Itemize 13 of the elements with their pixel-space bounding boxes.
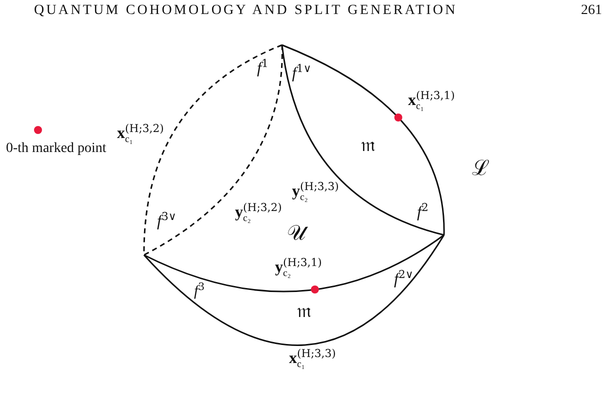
region-label: 𝔪 (361, 136, 375, 157)
region-label: ℒ (472, 157, 490, 180)
boundary-label: f$^{3∨}$ (157, 211, 176, 231)
region-label: 𝒰 (287, 222, 306, 246)
running-head: QUANTUM COHOMOLOGY AND SPLIT GENERATION (34, 3, 458, 18)
boundary-label: f$^{2∨}$ (394, 269, 414, 289)
boundary-label: f$^{1∨}$ (292, 63, 312, 83)
boundary-label: f$^{1}$ (257, 58, 268, 78)
marked-point-label: 0-th marked point (6, 141, 106, 156)
boundary-label: f$^{3}$ (194, 282, 205, 300)
region-label: 𝔪 (297, 302, 311, 323)
boundary-label: f$^{2}$ (417, 202, 428, 222)
page-number: 261 (581, 3, 602, 18)
